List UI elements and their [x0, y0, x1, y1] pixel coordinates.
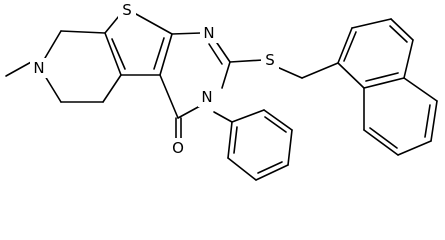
bond	[301, 62, 339, 79]
bond	[363, 129, 399, 156]
bond	[233, 126, 238, 154]
bond	[397, 140, 432, 156]
bond	[231, 109, 265, 123]
bond	[135, 13, 173, 35]
bond	[171, 32, 202, 35]
chemical-structure-diagram: S N S N O N	[5, 0, 438, 181]
bond	[424, 104, 431, 138]
bond	[363, 77, 405, 89]
bond	[104, 32, 122, 76]
bond	[153, 37, 165, 70]
atom-label: N	[201, 88, 212, 106]
atom-nitrogen-piperidine: N	[30, 58, 48, 78]
bond	[214, 39, 231, 63]
atom-label: O	[172, 139, 184, 157]
bond	[403, 77, 438, 102]
bond	[351, 18, 392, 29]
bond	[337, 27, 353, 64]
bond	[287, 129, 293, 166]
bond	[5, 60, 34, 77]
bond	[208, 43, 223, 65]
bond	[263, 109, 293, 131]
atom-oxygen-carbonyl: O	[168, 138, 188, 158]
bond	[430, 100, 438, 142]
atom-label: S	[122, 1, 132, 19]
bond	[159, 33, 173, 76]
bond	[337, 62, 365, 89]
atom-sulfur-linker: S	[261, 50, 279, 70]
bond	[255, 164, 289, 181]
bond-lines	[5, 13, 438, 181]
bond	[229, 59, 264, 63]
atom-label: N	[203, 24, 214, 42]
bond	[111, 38, 126, 70]
bond	[257, 161, 283, 174]
bond	[60, 30, 106, 34]
bond	[264, 116, 287, 133]
bond	[177, 105, 201, 119]
bond	[365, 72, 399, 82]
bond	[343, 31, 357, 62]
bond	[227, 157, 257, 181]
bond	[369, 127, 398, 149]
bond	[44, 75, 62, 103]
bond	[389, 25, 408, 43]
bond	[44, 30, 62, 59]
bond	[159, 74, 179, 119]
atom-sulfur-ring: S	[118, 0, 136, 20]
bond	[227, 121, 233, 159]
atom-labels: S N S N O N	[30, 0, 279, 158]
bond	[213, 111, 233, 123]
bond	[390, 18, 414, 41]
atom-nitrogen-ring-top: N	[200, 23, 218, 43]
atom-label: S	[265, 51, 275, 69]
bond	[102, 74, 122, 103]
bond	[276, 66, 303, 79]
atom-label: N	[33, 59, 44, 77]
bond	[104, 15, 120, 34]
atom-nitrogen-amide: N	[198, 87, 216, 107]
bond	[403, 39, 414, 79]
bond	[221, 61, 231, 89]
